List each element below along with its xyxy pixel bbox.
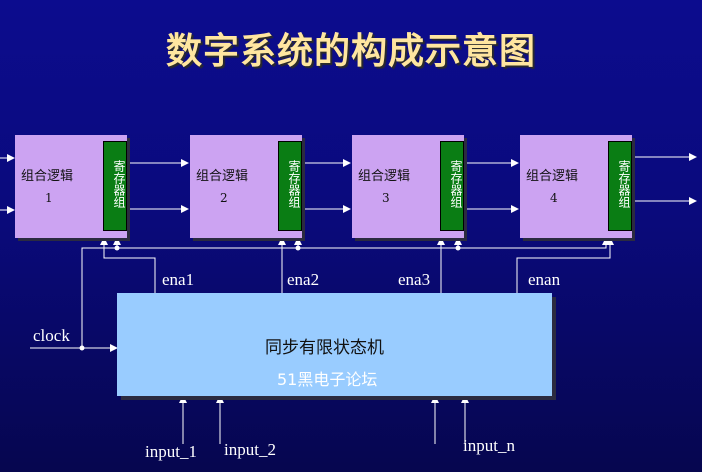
input-n-label: input_n xyxy=(463,436,515,455)
ena1-wire xyxy=(100,237,156,293)
block-number: 4 xyxy=(550,191,558,205)
logic-block-3: 组合逻辑 3 寄存器组 xyxy=(352,135,464,238)
block-number: 2 xyxy=(220,191,228,205)
register-group: 寄存器组 xyxy=(103,141,127,231)
clock-junction-dot xyxy=(79,345,85,351)
ena3-label: ena3 xyxy=(398,270,431,289)
clock-bus-dot-2 xyxy=(295,245,301,251)
register-group: 寄存器组 xyxy=(278,141,302,231)
logic-block-4: 组合逻辑 4 寄存器组 xyxy=(520,135,632,238)
ena1-label: ena1 xyxy=(162,270,195,289)
register-label: 寄存器组 xyxy=(287,160,301,208)
block-label: 组合逻辑 xyxy=(358,169,411,184)
watermark-text: 51黑电子论坛 xyxy=(277,370,378,389)
register-label: 寄存器组 xyxy=(617,160,631,208)
register-label: 寄存器组 xyxy=(449,160,463,208)
block-label: 组合逻辑 xyxy=(21,169,74,184)
block-label: 组合逻辑 xyxy=(196,169,249,184)
enan-wire xyxy=(516,237,614,293)
fsm-block: 同步有限状态机 51黑电子论坛 xyxy=(117,293,552,396)
clock-bus-dot-3 xyxy=(455,245,461,251)
logic-block-2: 组合逻辑 2 寄存器组 xyxy=(190,135,302,238)
logic-block-1: 组合逻辑 1 寄存器组 xyxy=(15,135,127,238)
block-number: 1 xyxy=(45,191,53,205)
ena2-label: ena2 xyxy=(287,270,320,289)
block-label: 组合逻辑 xyxy=(526,169,579,184)
clock-bus-dot-1 xyxy=(114,245,120,251)
clock-label: clock xyxy=(33,326,70,345)
enan-label: enan xyxy=(528,270,561,289)
input-1-label: input_1 xyxy=(145,442,197,461)
register-group: 寄存器组 xyxy=(440,141,464,231)
register-label: 寄存器组 xyxy=(112,160,126,208)
diagram-title: 数字系统的构成示意图 xyxy=(165,31,536,72)
block-number: 3 xyxy=(382,191,390,205)
fsm-title: 同步有限状态机 xyxy=(265,338,384,358)
input-2-label: input_2 xyxy=(224,440,276,459)
register-group: 寄存器组 xyxy=(608,141,632,231)
